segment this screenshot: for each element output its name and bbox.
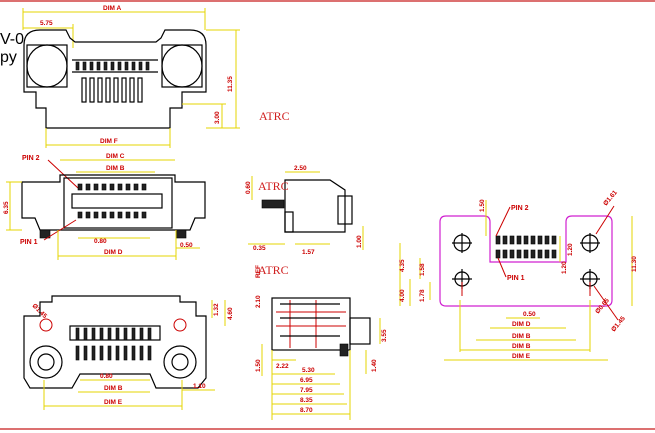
dim-460: 4.60 — [227, 307, 234, 320]
dim-158: 1.58 — [419, 263, 426, 276]
pin2-label-pcb: PIN 2 — [511, 205, 529, 212]
dim-120-b: 1.20 — [561, 261, 568, 274]
dim-b-label-pcb: DIM B — [512, 333, 531, 340]
dim-178: 1.78 — [419, 289, 426, 302]
watermark-1: ATRC — [259, 109, 290, 123]
dim-530: 5.30 — [302, 367, 315, 374]
dim-b-label-bottom: DIM B — [104, 385, 123, 392]
front-view: PIN 2 DIM C DIM B 6.35 PIN 1 0.80 — [3, 153, 206, 260]
dim-f-label: DIM F — [100, 138, 118, 145]
dim-210: 2.10 — [255, 295, 262, 308]
dim-d-label-front: DIM D — [104, 249, 123, 256]
dim-300: 3.00 — [214, 111, 221, 124]
dim-575: 5.75 — [40, 20, 53, 27]
dim-035: 0.35 — [253, 245, 266, 252]
watermark-2: ATRC — [258, 179, 289, 193]
dim-b-label-pcb-2: DIM B — [512, 343, 531, 350]
dim-1130: 11.30 — [631, 256, 638, 272]
pin1-label-pcb: PIN 1 — [507, 275, 525, 282]
dim-060: 0.60 — [245, 181, 252, 194]
dim-150-section: 1.50 — [255, 359, 262, 372]
dim-157: 1.57 — [302, 249, 315, 256]
dim-132: 1.32 — [213, 303, 220, 316]
dim-835: 8.35 — [300, 397, 313, 404]
dia-145-pcb: Ø1.45 — [610, 315, 627, 333]
dim-355: 3.55 — [381, 329, 388, 342]
dim-a-label: DIM A — [103, 5, 121, 12]
dim-400: 4.00 — [399, 289, 406, 302]
section-view: 2.10 REF 1.50 2.22 5.30 6.95 7.95 8.35 — [255, 265, 388, 420]
dim-050-front: 0.50 — [180, 242, 193, 249]
dim-080-front: 0.80 — [94, 238, 107, 245]
dim-695: 6.95 — [300, 377, 313, 384]
side-text-top: V-0 — [0, 31, 24, 48]
side-view: 2.50 0.60 ATRC 0.35 1.57 1.00 — [245, 165, 364, 256]
pin1-label-front: PIN 1 — [20, 239, 38, 246]
dim-e-label-bottom: DIM E — [104, 399, 123, 406]
dim-b-label-front: DIM B — [106, 165, 125, 172]
dim-222: 2.22 — [276, 363, 289, 370]
dim-050-pcb: 0.50 — [523, 311, 536, 318]
dim-635-front: 6.35 — [3, 201, 10, 214]
dim-795: 7.95 — [300, 387, 313, 394]
dim-120-a: 1.20 — [567, 243, 574, 256]
dim-150-pcb: 1.50 — [479, 199, 486, 212]
dia-161: Ø1.61 — [602, 189, 619, 207]
dim-435: 4.35 — [399, 259, 406, 272]
dim-080-bottom: 0.80 — [100, 373, 113, 380]
dim-110: 1.10 — [193, 383, 206, 390]
side-text-bottom: py — [0, 49, 17, 66]
bottom-view: Ø1.45 1.32 4.60 0.80 DIM B — [23, 295, 234, 410]
dim-c-label: DIM C — [106, 153, 125, 160]
pin2-label-front: PIN 2 — [22, 155, 40, 162]
dim-140: 1.40 — [371, 359, 378, 372]
dim-e-label-pcb: DIM E — [512, 353, 531, 360]
pcb-footprint: PIN 2 PIN 1 4.35 4.00 1.58 1.78 1.50 1.2… — [399, 189, 638, 361]
dim-870: 8.70 — [300, 407, 313, 414]
top-view: DIM A 5.75 DIM F — [22, 5, 240, 148]
watermark-3: ATRC — [258, 263, 289, 277]
dim-100: 1.00 — [356, 235, 363, 248]
ref-label: REF — [255, 265, 262, 278]
dim-d-label-pcb: DIM D — [512, 321, 531, 328]
dim-250: 2.50 — [294, 165, 307, 172]
dim-1135: 11.35 — [227, 76, 234, 92]
